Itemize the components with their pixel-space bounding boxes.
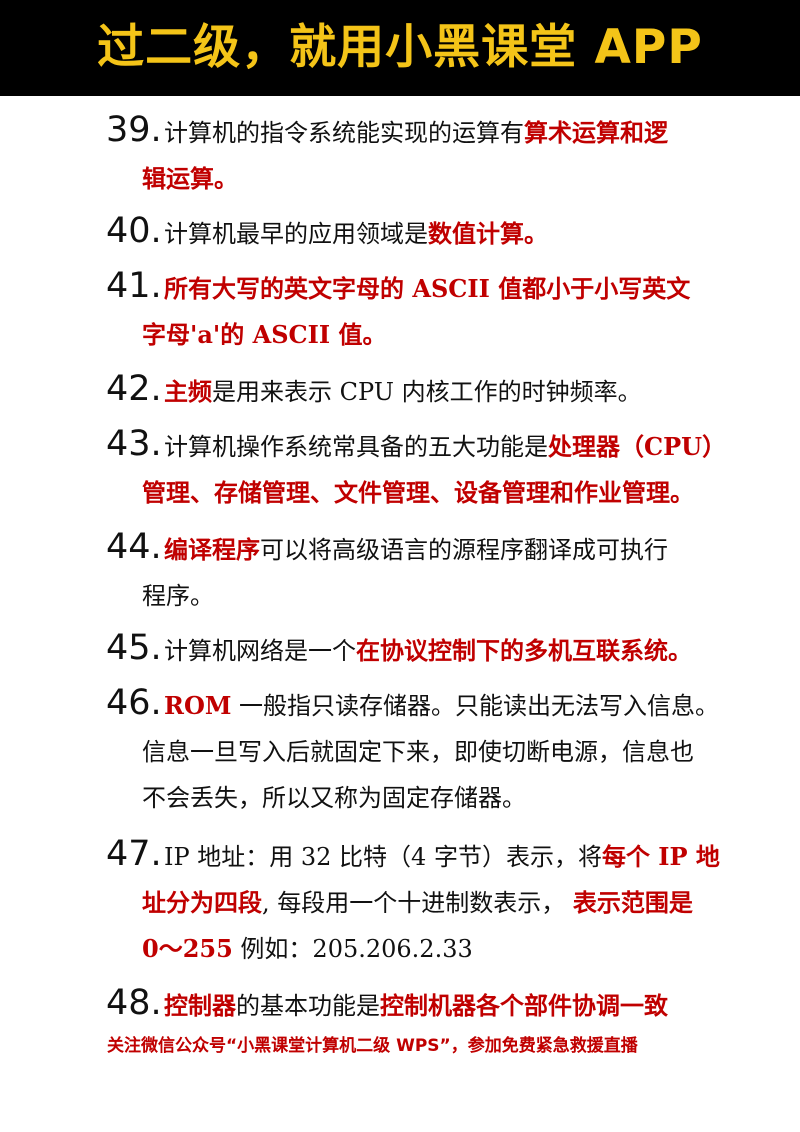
body-text: , 每段用一个十进制数表示， [262,889,573,917]
item-number: 46. [106,683,162,723]
highlight-text: 控制机器各个部件协调一致 [380,991,668,1020]
item-line: 信息一旦写入后就固定下来，即使切断电源，信息也 [106,729,716,775]
item-line: 48.控制器的基本功能是控制机器各个部件协调一致 [106,980,716,1029]
body-text: 一般指只读存储器。只能读出无法写入信息。 [231,692,720,720]
highlight-text: 址分为四段 [142,888,262,917]
item-line: 44.编译程序可以将高级语言的源程序翻译成可执行 [106,524,716,573]
item-line: 字母'a'的 ASCII 值。 [106,312,716,358]
body-text: IP 地址：用 32 比特（4 字节）表示，将 [164,843,602,871]
header-banner: 过二级，就用小黑课堂 APP [0,0,800,96]
body-text: 是用来表示 CPU 内核工作的时钟频率。 [212,378,642,406]
body-text: 计算机最早的应用领域是 [164,220,428,248]
highlight-text: 处理器（CPU） [548,432,727,461]
page-title: 过二级，就用小黑课堂 APP [97,20,703,75]
footer-notice: 关注微信公众号“小黑课堂计算机二级 WPS”，参加免费紧急救援直播 [107,1036,638,1056]
item-number: 47. [106,834,162,874]
item-number: 41. [106,266,162,306]
list-item: 48.控制器的基本功能是控制机器各个部件协调一致 [106,980,716,1029]
body-text: 程序。 [142,582,214,610]
list-item: 43.计算机操作系统常具备的五大功能是处理器（CPU） 管理、存储管理、文件管理、… [106,421,726,516]
item-line: 39.计算机的指令系统能实现的运算有算术运算和逻 [106,107,716,156]
item-number: 48. [106,983,162,1023]
body-text: 例如：205.206.2.33 [232,935,473,963]
highlight-text: 数值计算。 [428,219,548,248]
item-number: 43. [106,424,162,464]
highlight-text: 字母'a'的 ASCII 值。 [142,320,387,349]
highlight-text: 每个 IP 地 [601,842,720,871]
list-item: 42.主频是用来表示 CPU 内核工作的时钟频率。 [106,366,716,415]
item-line: 45.计算机网络是一个在协议控制下的多机互联系统。 [106,625,716,674]
item-line: 40.计算机最早的应用领域是数值计算。 [106,208,716,257]
item-line: 46.ROM 一般指只读存储器。只能读出无法写入信息。 [106,680,720,729]
body-text: 计算机网络是一个 [164,637,356,665]
body-text: 信息一旦写入后就固定下来，即使切断电源，信息也 [142,738,694,766]
item-line: 辑运算。 [106,156,716,202]
body-text: 不会丢失，所以又称为固定存储器。 [142,784,526,812]
body-text: 计算机操作系统常具备的五大功能是 [164,433,548,461]
highlight-text: 算术运算和逻 [524,118,668,147]
body-text: 的基本功能是 [236,992,380,1020]
item-number: 39. [106,110,162,150]
item-number: 45. [106,628,162,668]
highlight-text: 0～255 [142,934,233,963]
item-line: 管理、存储管理、文件管理、设备管理和作业管理。 [106,470,716,516]
list-item: 47.IP 地址：用 32 比特（4 字节）表示，将每个 IP 地址分为四段, … [106,831,720,972]
item-line: 42.主频是用来表示 CPU 内核工作的时钟频率。 [106,366,716,415]
highlight-text: 辑运算。 [142,164,238,193]
item-number: 40. [106,211,162,251]
item-number: 44. [106,527,162,567]
item-number: 42. [106,369,162,409]
body-text: 可以将高级语言的源程序翻译成可执行 [260,536,668,564]
list-item: 44.编译程序可以将高级语言的源程序翻译成可执行程序。 [106,524,716,619]
highlight-text: 控制器 [164,991,236,1020]
highlight-text: 管理、存储管理、文件管理、设备管理和作业管理。 [142,478,694,507]
highlight-text: 所有大写的英文字母的 ASCII 值都小于小写英文 [164,274,691,303]
item-line: 47.IP 地址：用 32 比特（4 字节）表示，将每个 IP 地 [106,831,720,880]
list-item: 41.所有大写的英文字母的 ASCII 值都小于小写英文字母'a'的 ASCII… [106,263,716,358]
list-item: 45.计算机网络是一个在协议控制下的多机互联系统。 [106,625,716,674]
item-line: 0～255 例如：205.206.2.33 [106,926,716,972]
highlight-text: ROM [164,691,232,720]
list-item: 46.ROM 一般指只读存储器。只能读出无法写入信息。信息一旦写入后就固定下来，… [106,680,720,821]
list-item: 39.计算机的指令系统能实现的运算有算术运算和逻辑运算。 [106,107,716,202]
highlight-text: 表示范围是 [572,888,693,917]
item-line: 不会丢失，所以又称为固定存储器。 [106,775,716,821]
item-line: 41.所有大写的英文字母的 ASCII 值都小于小写英文 [106,263,716,312]
body-text: 计算机的指令系统能实现的运算有 [164,119,524,147]
item-line: 址分为四段, 每段用一个十进制数表示， 表示范围是 [106,880,716,926]
item-line: 程序。 [106,573,716,619]
highlight-text: 主频 [164,377,212,406]
item-line: 43.计算机操作系统常具备的五大功能是处理器（CPU） [106,421,726,470]
highlight-text: 编译程序 [164,535,260,564]
list-item: 40.计算机最早的应用领域是数值计算。 [106,208,716,257]
highlight-text: 在协议控制下的多机互联系统。 [356,636,692,665]
